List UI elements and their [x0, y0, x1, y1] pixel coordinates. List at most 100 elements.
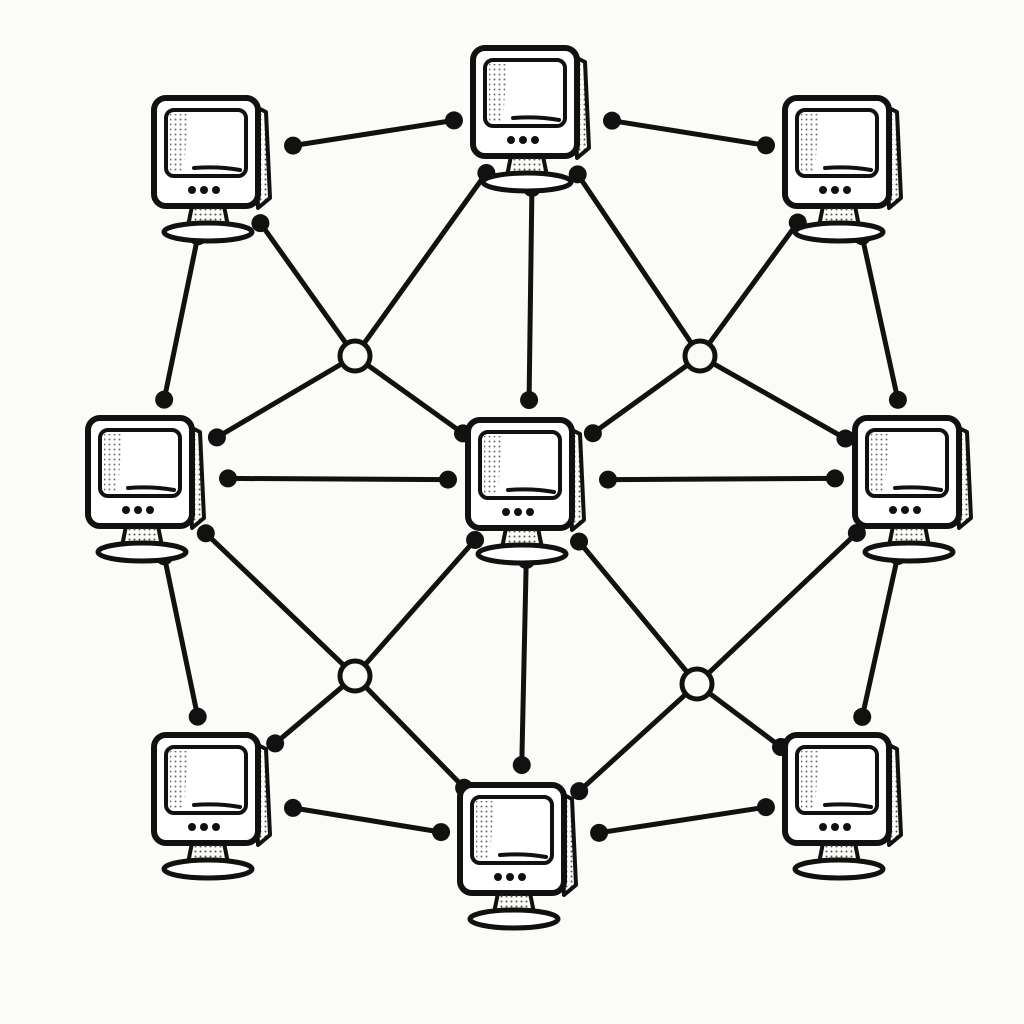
indicator-dot — [889, 506, 897, 514]
indicator-dot — [188, 186, 196, 194]
link-line — [225, 475, 451, 483]
hub-node-hub-upper-right — [682, 338, 718, 374]
network-link — [598, 469, 845, 489]
link-endpoint-dot — [847, 523, 866, 542]
links-layer — [155, 111, 907, 842]
screen-shading — [170, 751, 188, 809]
indicator-dot — [507, 136, 515, 144]
link-line — [214, 360, 346, 440]
screen-shading — [170, 114, 188, 172]
computers-layer — [85, 45, 973, 931]
link-endpoint-dot — [583, 424, 602, 443]
computer-icon-top-right — [782, 95, 903, 244]
computer-icon-mid-left — [85, 415, 206, 564]
monitor-base — [862, 540, 956, 564]
indicator-dot — [122, 506, 130, 514]
link-endpoint-dot — [188, 707, 207, 726]
indicator-dot — [518, 873, 526, 881]
network-link — [704, 523, 866, 677]
link-line — [257, 220, 350, 348]
screen-shading — [801, 751, 819, 809]
indicator-dot — [200, 186, 208, 194]
network-link — [568, 165, 695, 347]
monitor-base — [792, 857, 886, 881]
link-endpoint-dot — [196, 524, 215, 543]
link-line — [290, 805, 444, 835]
link-line — [859, 553, 901, 720]
computer-icon-top-left — [151, 95, 272, 244]
indicator-dot — [519, 136, 527, 144]
monitor-base — [792, 220, 886, 244]
link-line — [605, 475, 838, 483]
hub-node-hub-upper-left — [337, 338, 373, 374]
link-line — [709, 360, 848, 442]
link-endpoint-dot — [570, 782, 589, 801]
network-link — [361, 530, 485, 669]
network-link — [283, 798, 451, 842]
indicator-dot — [212, 823, 220, 831]
screen-glare — [498, 852, 548, 859]
network-link — [602, 111, 776, 155]
link-endpoint-dot — [756, 798, 775, 817]
indicator-dot — [212, 186, 220, 194]
link-endpoint-dot — [888, 390, 907, 409]
monitor-base — [475, 542, 569, 566]
network-link — [362, 683, 474, 797]
network-link — [709, 360, 855, 448]
screen-shading — [871, 434, 889, 492]
link-line — [272, 682, 347, 746]
hub-node-hub-lower-right — [679, 666, 715, 702]
indicator-dot — [506, 873, 514, 881]
network-link — [251, 214, 350, 348]
network-link — [218, 469, 458, 489]
monitor-base — [467, 907, 561, 931]
indicator-dot — [200, 823, 208, 831]
network-link — [705, 213, 807, 348]
screen-glare — [192, 165, 242, 172]
network-link — [853, 227, 907, 409]
link-line — [596, 804, 769, 836]
screen-shading — [476, 801, 494, 859]
network-link — [570, 532, 691, 676]
indicator-dot — [819, 186, 827, 194]
link-endpoint-dot — [439, 470, 458, 489]
link-line — [363, 361, 466, 436]
link-endpoint-dot — [283, 798, 302, 817]
link-endpoint-dot — [836, 429, 855, 448]
link-line — [290, 117, 457, 149]
screen-glare — [823, 165, 873, 172]
indicator-dot — [188, 823, 196, 831]
network-link — [196, 524, 348, 669]
link-endpoint-dot — [218, 469, 237, 488]
link-endpoint-dot — [444, 111, 463, 130]
network-link — [705, 689, 790, 756]
monitor-base — [161, 220, 255, 244]
indicator-dot — [494, 873, 502, 881]
computer-icon-bottom-left — [151, 732, 272, 881]
link-line — [859, 233, 901, 403]
link-line — [161, 233, 201, 403]
network-link — [590, 798, 775, 842]
network-link — [360, 163, 496, 348]
network-link — [284, 111, 463, 155]
link-endpoint-dot — [266, 734, 285, 753]
computer-icon-top-center — [470, 45, 591, 194]
link-endpoint-dot — [284, 136, 303, 155]
indicator-dot — [531, 136, 539, 144]
link-line — [590, 361, 692, 436]
link-line — [576, 539, 691, 676]
indicator-dot — [514, 508, 522, 516]
network-link — [266, 682, 347, 753]
link-endpoint-dot — [432, 823, 451, 842]
screen-shading — [484, 436, 502, 494]
network-link — [512, 550, 536, 775]
link-line — [526, 185, 535, 403]
computer-icon-bottom-right — [782, 732, 903, 881]
screen-glare — [506, 487, 556, 494]
screen-shading — [801, 114, 819, 172]
link-endpoint-dot — [570, 532, 589, 551]
network-link — [570, 690, 690, 801]
monitor-base — [161, 857, 255, 881]
indicator-dot — [831, 186, 839, 194]
